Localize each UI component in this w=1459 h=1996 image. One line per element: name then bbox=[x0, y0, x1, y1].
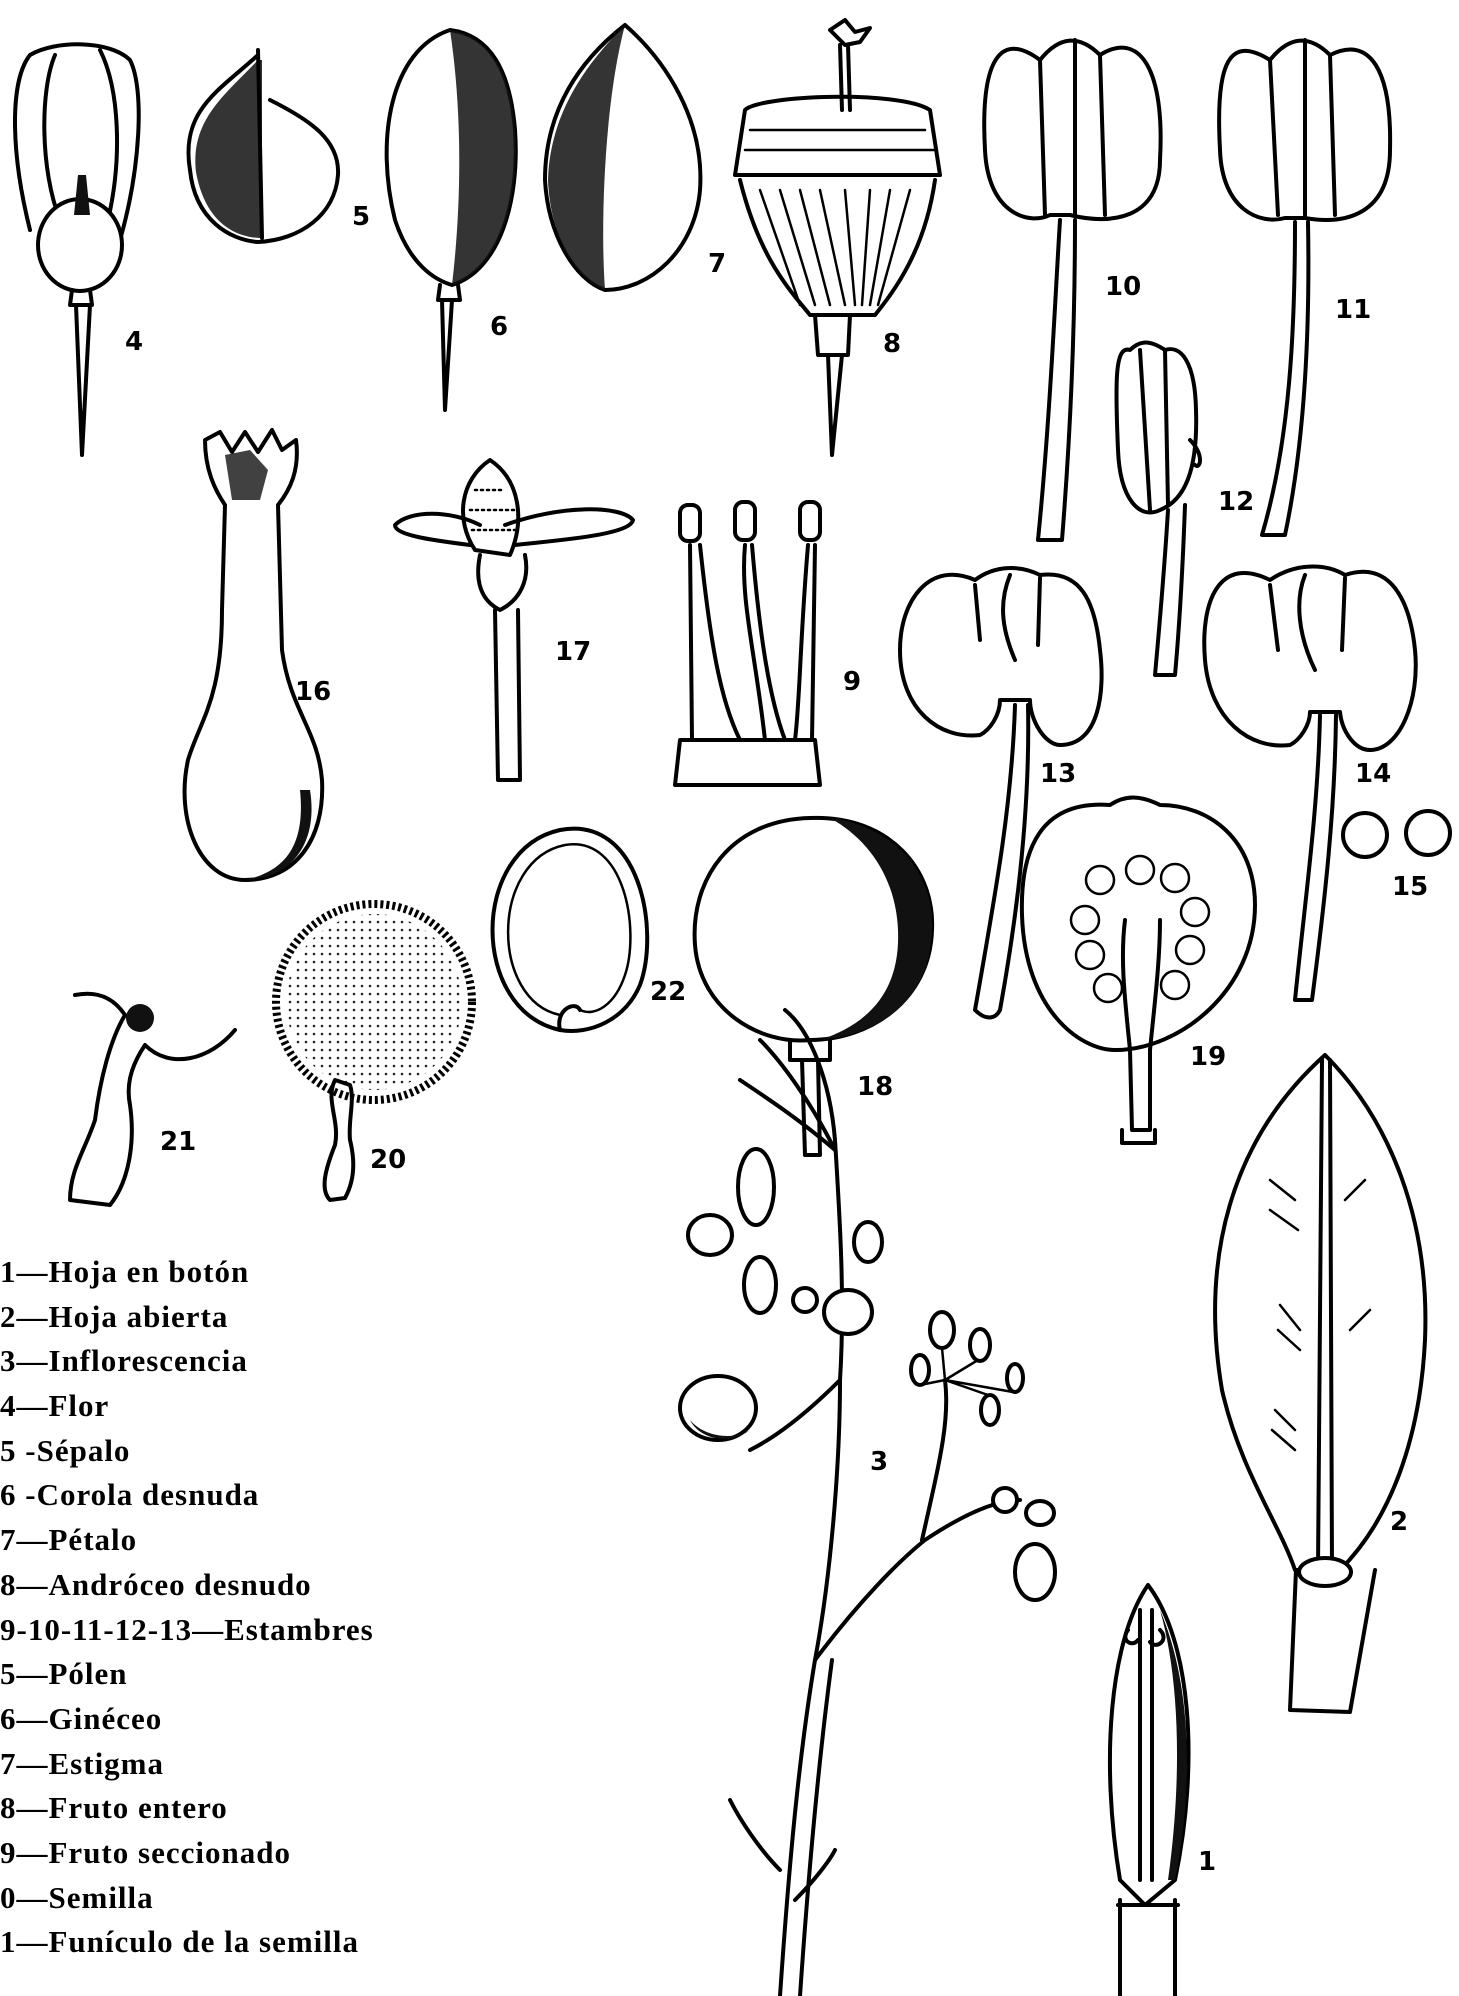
figure-18-whole-fruit bbox=[695, 818, 933, 1155]
figure-number-9: 9 bbox=[843, 667, 861, 697]
figure-number-2: 2 bbox=[1390, 1507, 1408, 1537]
legend-item: 1—Hoja en botón bbox=[0, 1250, 700, 1295]
legend-item: 4—Flor bbox=[0, 1384, 700, 1429]
figure-number-18: 18 bbox=[857, 1072, 893, 1102]
legend-item: 2—Hoja abierta bbox=[0, 1295, 700, 1340]
legend-item: 9-10-11-12-13—Estambres bbox=[0, 1608, 700, 1653]
legend-item: 6 -Corola desnuda bbox=[0, 1473, 700, 1518]
legend-item: 8—Andróceo desnudo bbox=[0, 1563, 700, 1608]
legend-item: 1—Funículo de la semilla bbox=[0, 1920, 700, 1965]
legend-item: 3—Inflorescencia bbox=[0, 1339, 700, 1384]
figure-number-19: 19 bbox=[1190, 1042, 1226, 1072]
figure-11-stamen bbox=[1219, 40, 1390, 535]
figure-19-fruit-section bbox=[1022, 798, 1255, 1144]
legend-item: 0—Semilla bbox=[0, 1876, 700, 1921]
figure-21-funicle bbox=[70, 994, 235, 1205]
legend: 1—Hoja en botón 2—Hoja abierta 3—Inflore… bbox=[0, 1250, 700, 1965]
figure-number-14: 14 bbox=[1355, 759, 1391, 789]
legend-item: 6—Ginéceo bbox=[0, 1697, 700, 1742]
figure-8-androecium bbox=[735, 20, 940, 455]
legend-item: 5 -Sépalo bbox=[0, 1429, 700, 1474]
legend-item: 9—Fruto seccionado bbox=[0, 1831, 700, 1876]
figure-22-seed-section bbox=[493, 829, 648, 1031]
legend-item: 7—Pétalo bbox=[0, 1518, 700, 1563]
figure-number-13: 13 bbox=[1040, 759, 1076, 789]
legend-item: 8—Fruto entero bbox=[0, 1786, 700, 1831]
figure-number-15: 15 bbox=[1392, 872, 1428, 902]
figure-12-stamen bbox=[1116, 343, 1200, 676]
figure-2-open-leaf bbox=[1215, 1055, 1425, 1712]
figure-4-flower bbox=[15, 44, 139, 455]
figure-1-leaf-in-bud bbox=[1110, 1585, 1189, 1996]
figure-15-pollen bbox=[1343, 811, 1450, 857]
figure-number-8: 8 bbox=[883, 329, 901, 359]
figure-7-petal bbox=[545, 25, 700, 290]
figure-number-4: 4 bbox=[125, 327, 143, 357]
figure-3-inflorescence bbox=[680, 1010, 1055, 1996]
figure-number-16: 16 bbox=[295, 677, 331, 707]
figure-number-6: 6 bbox=[490, 312, 508, 342]
figure-number-10: 10 bbox=[1105, 272, 1141, 302]
figure-9-stamens bbox=[675, 502, 820, 785]
figure-6-corolla bbox=[387, 30, 516, 410]
figure-5-sepal bbox=[188, 50, 338, 242]
figure-number-7: 7 bbox=[708, 249, 726, 279]
ovules bbox=[1071, 856, 1209, 1002]
legend-item: 7—Estigma bbox=[0, 1742, 700, 1787]
figure-number-1: 1 bbox=[1198, 1847, 1216, 1877]
legend-item: 5—Pólen bbox=[0, 1652, 700, 1697]
figure-number-21: 21 bbox=[160, 1127, 196, 1157]
figure-number-5: 5 bbox=[352, 202, 370, 232]
figure-number-20: 20 bbox=[370, 1145, 406, 1175]
figure-number-12: 12 bbox=[1218, 487, 1254, 517]
figure-16-gynoecium bbox=[185, 430, 323, 880]
figure-number-17: 17 bbox=[555, 637, 591, 667]
figure-17-stigma bbox=[395, 460, 633, 780]
figure-number-11: 11 bbox=[1335, 295, 1371, 325]
figure-number-3: 3 bbox=[870, 1447, 888, 1477]
figure-number-22: 22 bbox=[650, 977, 686, 1007]
